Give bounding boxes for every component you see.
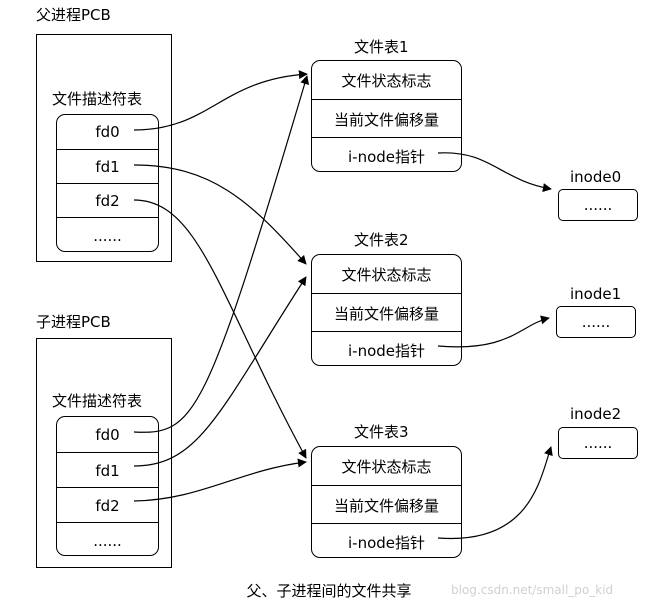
file-table-2: 文件状态标志 当前文件偏移量 i-node指针 <box>311 254 462 366</box>
arrow-parent-fd2-to-file-table-3 <box>133 199 307 459</box>
file-table-2-inode-pointer: i-node指针 <box>312 331 461 365</box>
diagram-caption: 父、子进程间的文件共享 <box>246 582 412 600</box>
parent-fd2-cell: fd2 <box>57 183 158 218</box>
file-table-3-title: 文件表3 <box>354 423 409 441</box>
arrow-child-fd0-to-file-table-1 <box>133 75 310 433</box>
file-table-2-status-flags: 文件状态标志 <box>341 265 432 284</box>
inode0-content: ...... <box>583 196 613 214</box>
inode0-box: ...... <box>558 189 638 221</box>
file-table-3-inode-pointer: i-node指针 <box>312 523 461 557</box>
inode2-box: ...... <box>558 427 638 459</box>
arrow-child-fd2-to-file-table-3 <box>133 458 307 502</box>
file-table-1: 文件状态标志 当前文件偏移量 i-node指针 <box>311 60 462 172</box>
file-table-1-inode-pointer: i-node指针 <box>312 137 461 171</box>
inode1-title: inode1 <box>570 285 622 303</box>
child-pcb-title: 子进程PCB <box>36 313 111 331</box>
file-table-3-status-flags: 文件状态标志 <box>341 457 432 476</box>
arrow-file-table-1-to-inode0 <box>437 152 552 193</box>
inode2-content: ...... <box>583 434 613 452</box>
inode1-box: ...... <box>556 306 636 338</box>
child-fd0-cell: fd0 <box>95 425 120 444</box>
file-table-1-status-flags: 文件状态标志 <box>341 71 432 90</box>
child-fd-table: fd0 fd1 fd2 ...... <box>56 416 159 556</box>
parent-fd0-cell: fd0 <box>95 123 120 141</box>
file-table-1-title: 文件表1 <box>354 38 409 56</box>
inode0-title: inode0 <box>570 168 622 186</box>
watermark: blog.csdn.net/small_po_kid <box>451 583 614 597</box>
child-fd1-cell: fd1 <box>57 452 158 488</box>
arrow-file-table-2-to-inode1 <box>437 315 550 348</box>
child-fd-table-title: 文件描述符表 <box>52 392 143 410</box>
inode1-content: ...... <box>581 313 611 331</box>
file-table-2-title: 文件表2 <box>354 231 409 249</box>
file-table-1-offset: 当前文件偏移量 <box>312 99 461 138</box>
file-table-3: 文件状态标志 当前文件偏移量 i-node指针 <box>311 446 462 558</box>
inode2-title: inode2 <box>570 405 622 423</box>
arrow-parent-fd1-to-file-table-2 <box>133 164 307 265</box>
arrow-file-table-3-to-inode2 <box>437 446 553 540</box>
parent-fd-table: fd0 fd1 fd2 ...... <box>56 114 159 252</box>
parent-pcb-title: 父进程PCB <box>36 6 111 24</box>
file-table-3-offset: 当前文件偏移量 <box>312 485 461 524</box>
arrow-child-fd1-to-file-table-2 <box>133 276 307 467</box>
child-fd-more-cell: ...... <box>57 522 158 555</box>
arrow-parent-fd0-to-file-table-1 <box>133 70 308 131</box>
child-fd2-cell: fd2 <box>57 487 158 523</box>
parent-fd-table-title: 文件描述符表 <box>52 90 143 108</box>
file-table-2-offset: 当前文件偏移量 <box>312 293 461 332</box>
parent-fd1-cell: fd1 <box>57 149 158 184</box>
parent-fd-more-cell: ...... <box>57 217 158 251</box>
